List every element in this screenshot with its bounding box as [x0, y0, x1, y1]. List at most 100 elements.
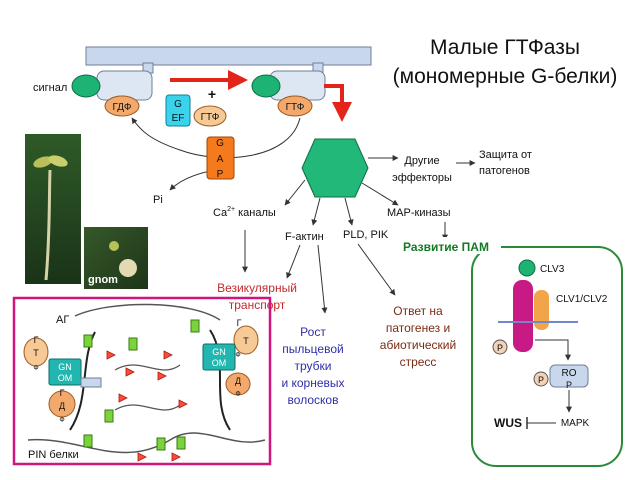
pam-label: Развитие ПАМ	[403, 240, 489, 254]
arrow-factin-to-growth	[317, 244, 328, 314]
gap-letter-a: A	[217, 154, 224, 165]
transport-triangle	[157, 371, 167, 381]
wus-label: WUS	[494, 416, 522, 430]
gef-box	[165, 94, 191, 127]
vesicle-curve-mid-2	[114, 404, 181, 411]
other-effectors-line2: эффекторы	[392, 172, 452, 184]
transport-triangle	[163, 350, 173, 360]
vp-gnom-right-l2: OM	[212, 358, 227, 368]
gef-line2: EF	[172, 113, 185, 124]
vp-gnom-left	[48, 358, 82, 386]
rop-line2: P	[566, 380, 572, 390]
gdp-label: ГДФ	[113, 102, 132, 113]
defense-line1: Защита от	[479, 149, 532, 161]
arrow-to-pld	[344, 197, 354, 226]
arrow-factin-to-vesicular	[286, 244, 301, 279]
pin-proteins	[83, 319, 200, 451]
title-line2: (мономерные G-белки)	[393, 65, 618, 88]
factin-label: F-актин	[285, 231, 324, 243]
gtp-ellipse-right	[277, 95, 313, 117]
vp-gtp-right-l1: Г	[237, 318, 242, 328]
clv-panel-frame	[471, 246, 623, 467]
transport-triangle	[106, 350, 116, 360]
vp-gdp-left-l2: Д	[59, 401, 65, 411]
map-kinases-label: MAP-киназы	[387, 207, 451, 219]
red-l-arrow	[324, 84, 352, 122]
vesicle-panel-frame	[12, 296, 272, 466]
vesicular-line1: Везикулярный	[217, 281, 297, 295]
ca-sup: 2+	[227, 206, 235, 213]
transport-triangle	[137, 452, 147, 462]
vp-linker-left	[80, 377, 102, 388]
growth-line3: трубки	[295, 359, 332, 373]
ca-channels-label: Ca2+ каналы	[213, 206, 276, 219]
pin-square	[83, 334, 93, 348]
gnom-photo	[84, 227, 148, 289]
clv-p1-circle	[492, 339, 508, 355]
pin-label: PIN белки	[28, 449, 79, 461]
vp-gtp-right-l3: Ф	[235, 352, 240, 359]
cytoskeleton-line-right	[209, 329, 231, 431]
pin-square	[190, 319, 200, 333]
vesicle-curve-mid-1	[114, 364, 181, 371]
gap-letter-p: P	[217, 169, 224, 180]
transport-triangle	[171, 452, 181, 462]
gtp-label-right: ГТФ	[286, 102, 305, 113]
transport-triangles	[106, 350, 188, 462]
stress-line3: абиотический	[380, 338, 456, 352]
membrane-bar	[85, 46, 372, 66]
vp-gnom-right	[202, 343, 236, 371]
growth-line5: волосков	[288, 393, 339, 407]
signal-label: сигнал	[33, 82, 67, 94]
pi-label: Pi	[153, 194, 163, 206]
stress-line2: патогенез и	[386, 321, 450, 335]
clv3-ball	[518, 259, 536, 277]
gtp-label-left: ГТФ	[201, 112, 220, 123]
golgi-curve	[74, 303, 221, 321]
pin-square	[83, 434, 93, 448]
vp-gtp-left-l3: Ф	[33, 365, 38, 372]
vp-gdp-left	[48, 390, 76, 418]
active-ball	[251, 74, 281, 98]
plus-sign: +	[208, 86, 216, 102]
gef-line1: G	[174, 99, 182, 110]
clv-p2-circle	[533, 371, 549, 387]
vp-gtp-left-l2: Т	[33, 348, 39, 358]
clv2-receptor	[534, 290, 549, 330]
title-line1: Малые ГТФазы	[430, 36, 580, 59]
clv3-label: CLV3	[540, 264, 565, 275]
pam-label-bg	[399, 237, 501, 254]
rop-box	[549, 364, 589, 388]
membrane-curve-lower	[27, 432, 266, 454]
clv-p1-label: P	[497, 343, 503, 353]
clv-arrow-to-rop	[535, 339, 571, 361]
ag-label: АГ	[56, 314, 69, 326]
growth-line1: Рост	[300, 325, 326, 339]
pin-square	[156, 437, 166, 451]
gdp-ellipse	[104, 95, 140, 117]
vp-gnom-left-l1: GN	[58, 362, 72, 372]
gnom-label: gnom	[88, 274, 118, 286]
ca-rest: каналы	[235, 207, 276, 219]
clv-p2-label: P	[538, 375, 544, 385]
cycle-return-arc	[131, 117, 301, 159]
gap-box	[206, 136, 235, 180]
pin-square	[104, 409, 114, 423]
transport-triangle	[178, 399, 188, 409]
pld-pik-label: PLD, PIK	[343, 229, 389, 241]
growth-line2: пыльцевой	[282, 342, 343, 356]
active-gtpase-hexagon	[301, 138, 369, 198]
arrow-to-factin	[311, 197, 321, 226]
rop-line1: RO	[562, 368, 577, 379]
vp-gtp-left-l1: Г	[34, 335, 39, 345]
gnom-seedling-a	[119, 259, 137, 277]
signal-ball	[71, 74, 101, 98]
pin-square	[128, 337, 138, 351]
seedling-leaf-left	[33, 156, 53, 168]
clv1-receptor	[513, 280, 533, 352]
transport-triangle	[125, 367, 135, 377]
transport-triangle	[118, 393, 128, 403]
vp-gdp-right-l1: Д	[235, 376, 241, 386]
gap-letter-g: G	[216, 138, 224, 149]
